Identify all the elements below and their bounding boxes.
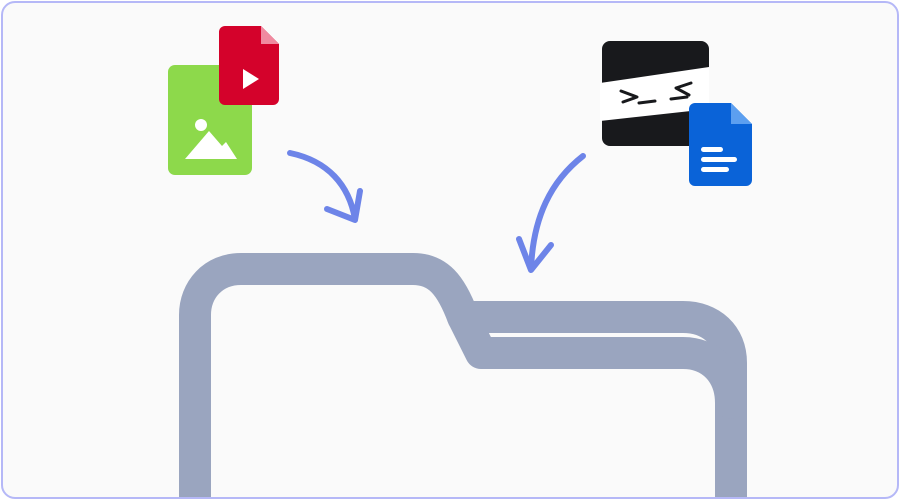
arrow-icon — [516, 153, 586, 273]
arrow-icon — [287, 150, 363, 223]
files-into-folder-illustration — [168, 26, 752, 497]
folder-icon — [179, 253, 747, 497]
document-file-icon — [689, 103, 752, 186]
code-terminal-icon — [600, 41, 709, 146]
video-file-icon — [219, 26, 279, 105]
